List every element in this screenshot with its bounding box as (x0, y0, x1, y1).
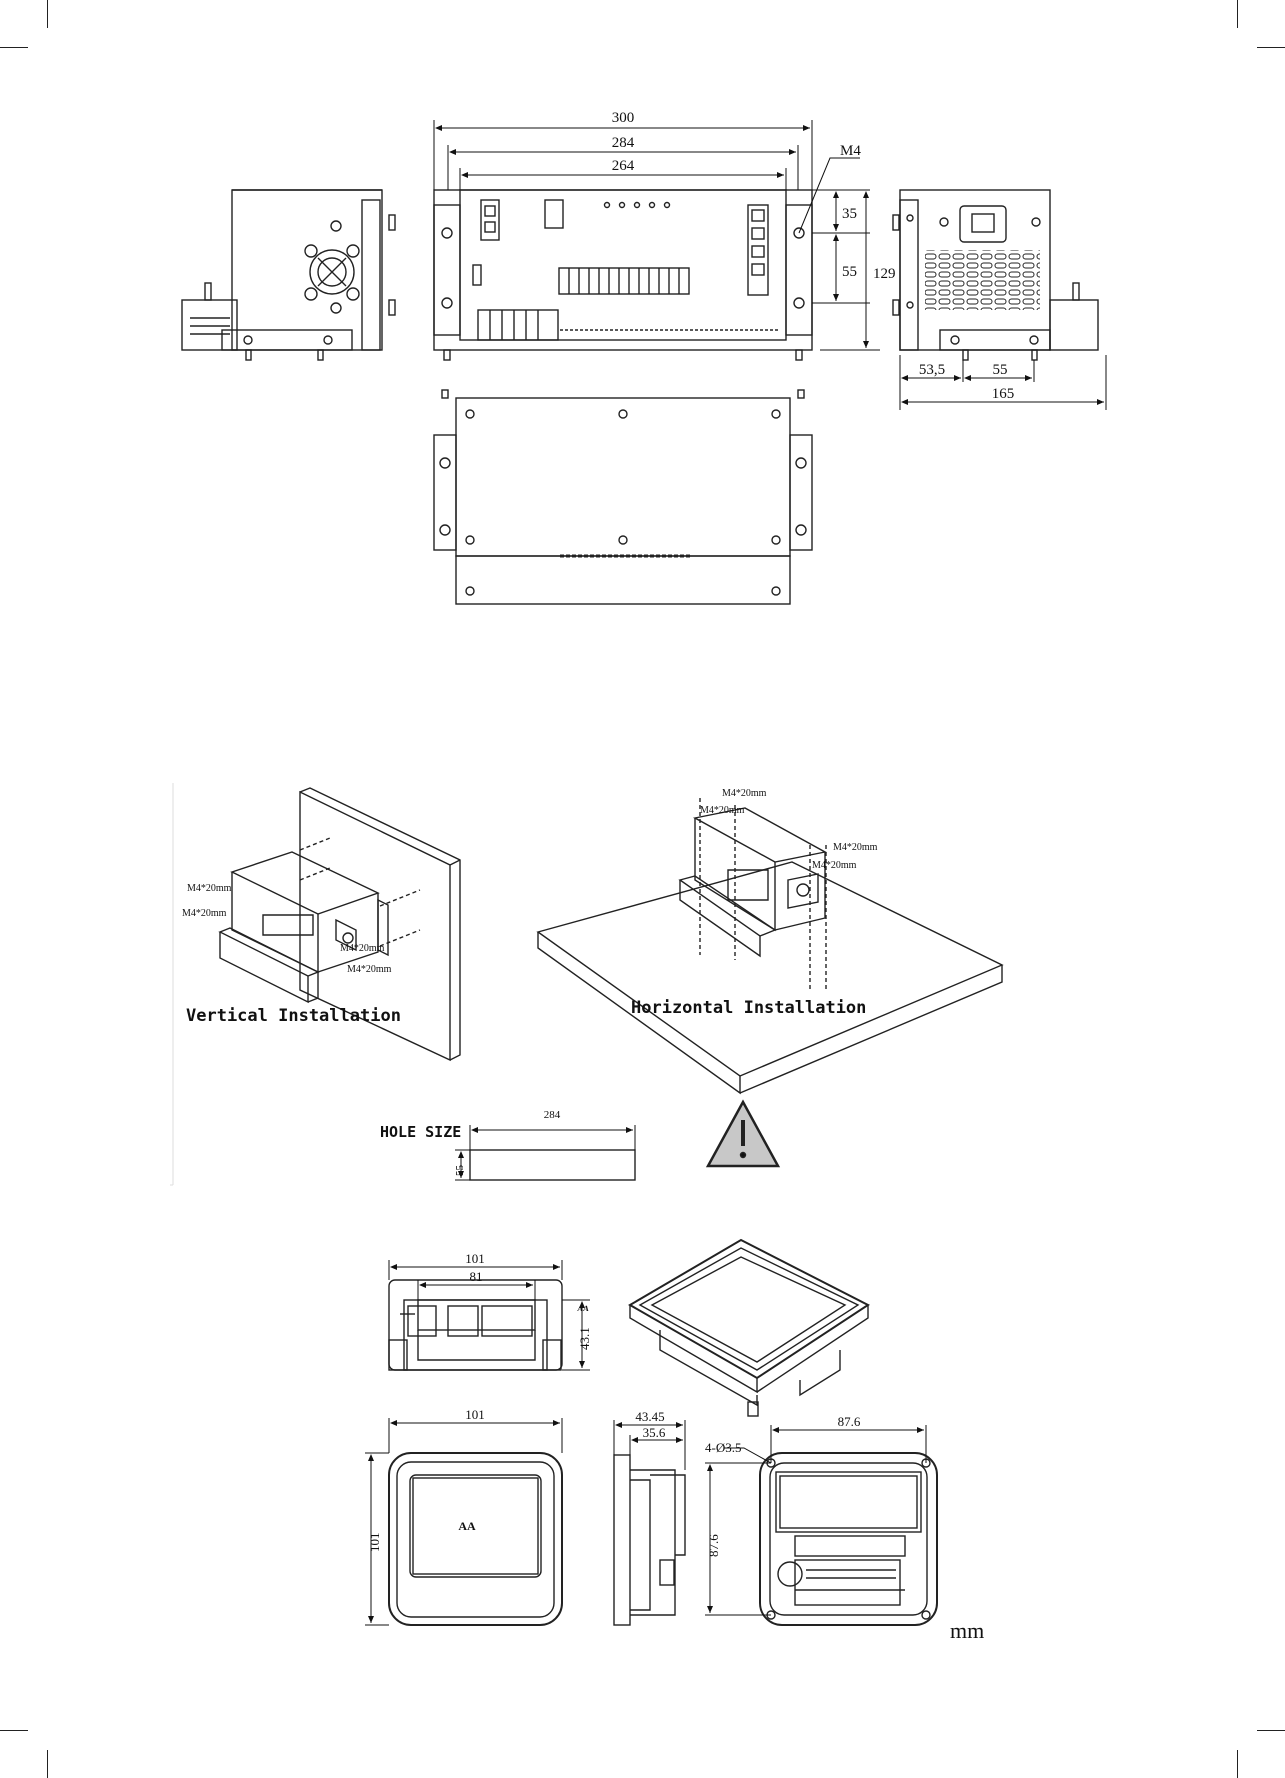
display-label-front: AA (458, 1519, 476, 1533)
dim-m4: M4 (840, 143, 861, 159)
dim-43-1: 43.1 (577, 1327, 592, 1350)
dim-53-5: 53,5 (919, 362, 945, 378)
unit-label: mm (950, 1618, 984, 1643)
vertical-installation-device (220, 838, 420, 1002)
screw-label-horiz-3: M4*20mm (833, 842, 878, 853)
horizontal-installation-table (538, 862, 1002, 1093)
dim-264: 264 (612, 158, 635, 174)
warning-triangle (708, 1102, 778, 1166)
hole-size-label: HOLE SIZE (380, 1123, 461, 1141)
dim-87-6-vert: 87.6 (706, 1534, 721, 1557)
meter-rear-view (760, 1453, 937, 1625)
front-view (434, 190, 812, 360)
dim-300: 300 (612, 110, 635, 126)
dim-35-6: 35.6 (643, 1425, 666, 1440)
dim-55-b: 55 (993, 362, 1008, 378)
dim-87-6-horiz: 87.6 (838, 1414, 861, 1429)
screw-label-horiz-1: M4*20mm (722, 788, 767, 799)
dim-129: 129 (873, 266, 896, 282)
meter-top-view (389, 1280, 562, 1370)
screw-label-vert-4: M4*20mm (347, 964, 392, 975)
horizontal-installation-label: Horizontal Installation (631, 998, 866, 1018)
dim-284: 284 (612, 135, 635, 151)
vertical-installation-label: Vertical Installation (186, 1006, 401, 1026)
horizontal-installation-device (680, 798, 826, 990)
dim-101-side: 101 (367, 1533, 382, 1553)
dim-101-top: 101 (465, 1251, 485, 1266)
hole-width: 284 (544, 1109, 561, 1121)
dim-55: 55 (842, 264, 857, 280)
screw-label-horiz-2: M4*20mm (700, 805, 745, 816)
hole-size-diagram (470, 1150, 635, 1180)
right-side-view (893, 190, 1098, 360)
hole-height: 55 (454, 1165, 466, 1177)
meter-isometric-view (630, 1240, 868, 1416)
screw-label-horiz-4: M4*20mm (812, 860, 857, 871)
meter-front-view (389, 1453, 562, 1625)
meter-side-view (614, 1455, 685, 1625)
display-label-iso: AA (577, 1304, 590, 1313)
holes-label: 4-Ø3.5 (705, 1440, 741, 1455)
left-side-view (182, 190, 395, 360)
dim-35: 35 (842, 206, 857, 222)
dim-43-45: 43.45 (635, 1409, 664, 1424)
dim-165: 165 (992, 386, 1015, 402)
dim-81: 81 (470, 1269, 483, 1284)
screw-label-vert-3: M4*20mm (340, 943, 385, 954)
bottom-view (434, 390, 812, 604)
screw-label-vert-2: M4*20mm (182, 908, 227, 919)
dim-101-front: 101 (465, 1407, 485, 1422)
screw-label-vert-1: M4*20mm (187, 883, 232, 894)
